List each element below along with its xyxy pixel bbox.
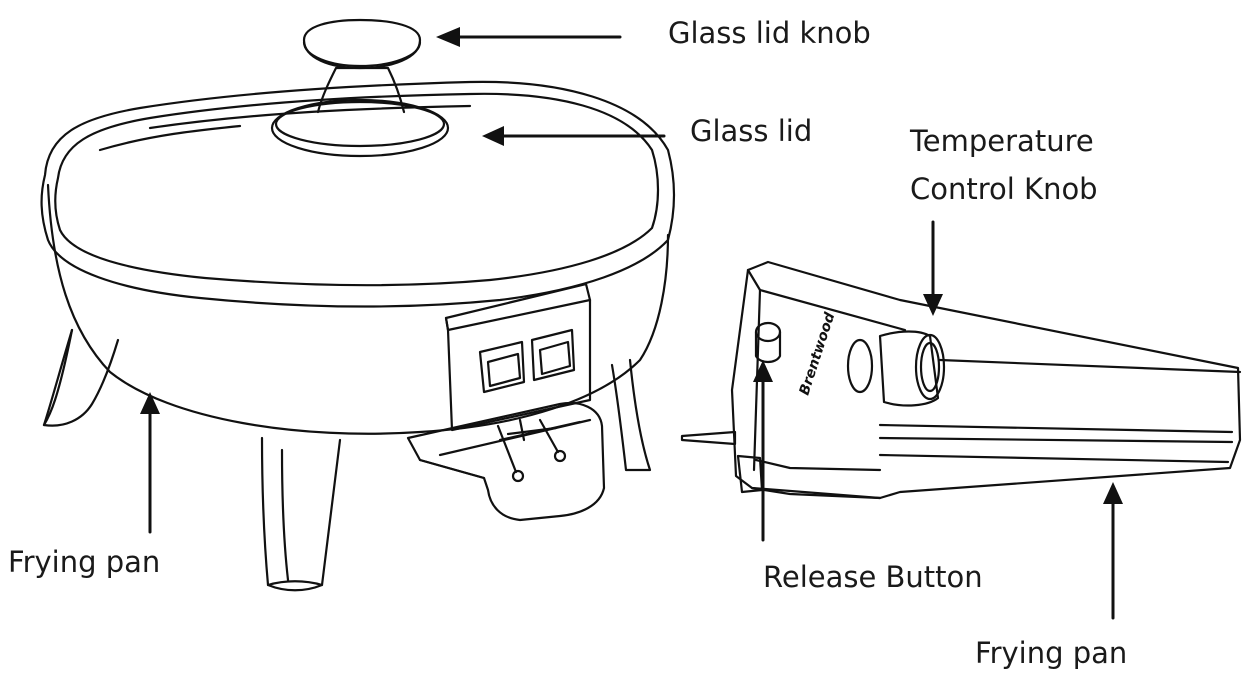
arrow-head-frying-pan-right: [1103, 482, 1123, 504]
callout-arrows: [140, 27, 1123, 620]
arrow-head-temperature-control-knob: [923, 294, 943, 316]
label-temperature-line1: Temperature: [910, 124, 1094, 158]
arrow-head-frying-pan-left: [140, 392, 160, 414]
arrow-head-glass-lid-knob: [436, 27, 460, 47]
label-frying-pan-right: Frying pan: [975, 636, 1128, 670]
frying-pan-body: [40, 80, 676, 592]
label-frying-pan-left: Frying pan: [8, 545, 161, 579]
brand-logo: Brentwood: [797, 310, 839, 398]
label-temperature-line2: Control Knob: [910, 172, 1098, 206]
temperature-probe: [680, 260, 1242, 500]
label-glass-lid: Glass lid: [690, 114, 813, 148]
pan-socket-housing: [444, 282, 592, 432]
label-release-button: Release Button: [763, 560, 983, 594]
heating-bracket: [406, 401, 606, 522]
label-glass-lid-knob: Glass lid knob: [668, 16, 871, 50]
arrow-head-glass-lid: [482, 126, 504, 146]
glass-lid-knob-shape: [270, 18, 450, 158]
arrow-head-release-button: [753, 360, 773, 382]
